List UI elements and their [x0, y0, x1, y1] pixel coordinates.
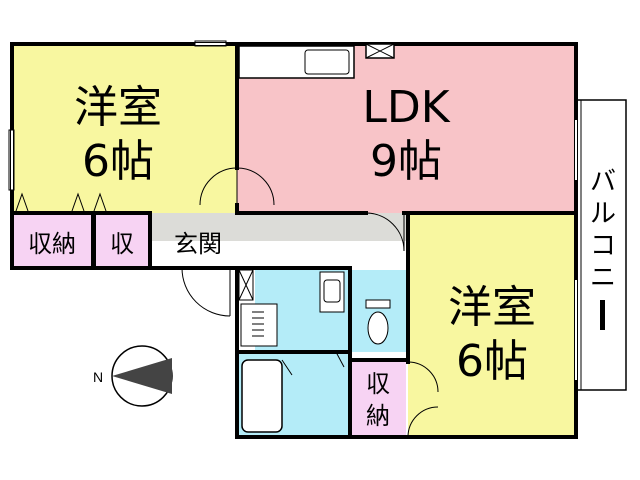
ldk-label: LDK 9帖: [362, 82, 450, 187]
balcony-area: [575, 99, 627, 391]
ldk-size: 9帖: [370, 136, 442, 187]
hall-floor: [150, 213, 408, 241]
ldk-name: LDK: [362, 82, 450, 133]
western-room-2-name: 洋室: [448, 282, 536, 333]
closet-door-marks: [15, 192, 107, 212]
entrance-label: 玄関: [174, 230, 222, 258]
windows: [11, 43, 577, 380]
door-swings: [181, 167, 439, 438]
bathtub-icon: [241, 359, 283, 433]
toilet-icon: [365, 299, 391, 345]
entrance-step: [150, 241, 237, 268]
balcony-long-mark: [600, 300, 605, 330]
storage-1-label: 収納: [28, 230, 76, 258]
compass-icon: N: [93, 345, 173, 407]
storage-3-label-line1: 収: [366, 370, 390, 398]
western-room-2-floor: [408, 213, 576, 437]
western-room-2-size: 6帖: [456, 336, 528, 387]
storage-2-floor: [94, 213, 150, 268]
western-room-2-label: 洋室 6帖: [448, 282, 536, 387]
storage-3-label-line2: 納: [366, 402, 390, 430]
balcony-char-1: バ: [590, 167, 616, 197]
balcony-char-2: ル: [590, 199, 616, 229]
western-room-1-label: 洋室 6帖: [74, 82, 162, 187]
western-room-1-name: 洋室: [74, 82, 162, 133]
western-room-1-floor: [12, 44, 237, 213]
balcony-char-4: ニ: [590, 263, 616, 293]
window-frames: [8, 40, 227, 191]
sink-icon: [304, 49, 350, 75]
storage-2-label: 収: [110, 230, 134, 258]
storage-3-floor: [350, 360, 406, 437]
storage-1-floor: [12, 213, 92, 268]
washing-machine-icon: [240, 303, 278, 347]
balcony-label: バ ル コ ニ: [590, 167, 616, 330]
balcony-char-3: コ: [590, 231, 616, 261]
western-room-1-size: 6帖: [82, 136, 154, 187]
balcony-char-5-source: ー: [0, 0, 1, 1]
compass-north-label: N: [93, 369, 103, 385]
walls: [10, 42, 578, 439]
